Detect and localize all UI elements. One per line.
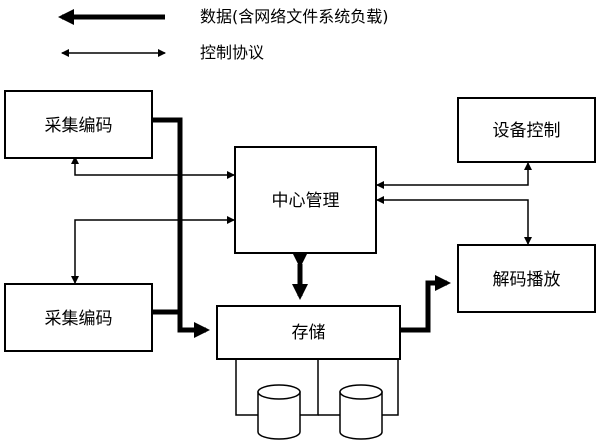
disk-left-icon [257,384,301,440]
node-device-control-label: 设备控制 [493,121,561,141]
disk-connector-mid [300,360,319,416]
node-central: 中心管理 [234,146,377,254]
node-capture-bottom: 采集编码 [4,283,153,352]
node-storage-label: 存储 [292,323,326,343]
data-storage-decode [400,274,451,333]
storage-disks [235,360,399,440]
node-central-label: 中心管理 [272,191,340,211]
node-device-control: 设备控制 [457,97,596,163]
node-capture-bottom-label: 采集编码 [45,309,113,329]
control-central-decode [376,196,532,245]
legend-control-label: 控制协议 [200,43,264,62]
control-central-device [376,162,532,189]
control-capture-bottom-central [71,216,235,284]
node-decode-play: 解码播放 [457,244,596,313]
disk-connector-right-b [382,360,399,416]
legend: 数据(含网络文件系统负载) 控制协议 [58,7,389,62]
disk-connector-left [235,360,258,416]
data-capture-top-storage [152,117,210,338]
node-decode-play-label: 解码播放 [493,270,561,290]
data-connections [152,117,451,338]
node-capture-top: 采集编码 [4,90,153,159]
disk-right-icon [339,384,383,440]
control-capture-top-central [71,156,235,179]
node-capture-top-label: 采集编码 [45,116,113,136]
node-storage: 存储 [216,305,401,360]
legend-data-label: 数据(含网络文件系统负载) [200,7,389,26]
